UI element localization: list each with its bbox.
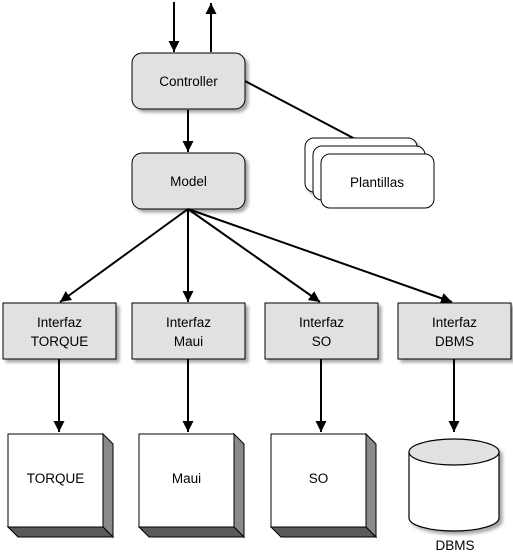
interface-maui-node: Interfaz Maui	[131, 302, 246, 360]
interface-dbms-line2: DBMS	[435, 334, 474, 349]
interface-torque-node: Interfaz TORQUE	[2, 302, 117, 360]
model-node: Model	[131, 152, 246, 210]
model-to-torque-arrow	[59, 208, 189, 303]
system-maui-box: Maui	[137, 432, 246, 539]
interface-torque-line1: Interfaz	[37, 315, 82, 330]
model-label: Model	[170, 174, 207, 189]
model-to-dbms-arrow	[187, 208, 453, 304]
model-to-so-arrow	[187, 208, 321, 303]
interface-so-line1: Interfaz	[299, 315, 344, 330]
interface-maui-line2: Maui	[174, 334, 203, 349]
plantillas-node: Plantillas	[304, 137, 435, 209]
interface-dbms-node: Interfaz DBMS	[397, 302, 512, 360]
interface-maui-line1: Interfaz	[166, 315, 211, 330]
system-so-label: SO	[309, 471, 329, 486]
database-label: DBMS	[435, 538, 474, 553]
system-torque-label: TORQUE	[27, 471, 85, 486]
database-cylinder	[408, 438, 500, 532]
system-torque-box: TORQUE	[6, 432, 115, 539]
system-so-box: SO	[269, 432, 378, 539]
interface-so-node: Interfaz SO	[264, 302, 379, 360]
interface-so-line2: SO	[312, 334, 332, 349]
interface-dbms-line1: Interfaz	[432, 315, 477, 330]
interface-torque-line2: TORQUE	[31, 334, 89, 349]
plantillas-label: Plantillas	[350, 175, 404, 190]
controller-node: Controller	[131, 52, 246, 110]
controller-label: Controller	[159, 74, 218, 89]
system-maui-label: Maui	[172, 471, 201, 486]
